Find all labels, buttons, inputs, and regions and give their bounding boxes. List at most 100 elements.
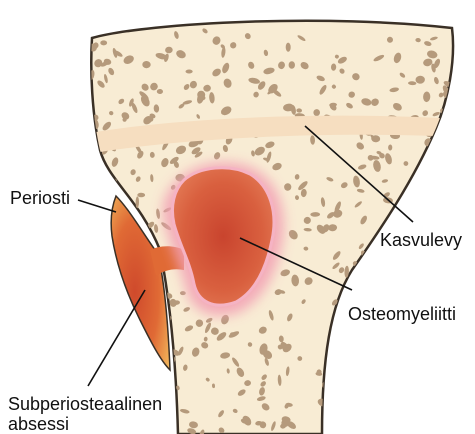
trabecula — [100, 422, 106, 428]
trabecula — [433, 339, 441, 350]
trabecula — [86, 237, 94, 248]
trabecula — [152, 357, 160, 365]
trabecula — [448, 391, 458, 401]
trabecula — [155, 417, 162, 424]
trabecula — [449, 326, 461, 333]
trabecula — [103, 422, 111, 432]
trabecula — [109, 384, 114, 389]
trabecula — [451, 389, 462, 400]
trabecula — [369, 245, 377, 252]
abscess-leader — [88, 290, 145, 386]
trabecula — [445, 276, 449, 280]
trabecula — [452, 106, 464, 116]
trabecula — [438, 204, 448, 217]
trabecula — [417, 380, 426, 389]
trabecula — [397, 368, 409, 376]
trabecula — [410, 412, 421, 422]
trabecula — [186, 70, 193, 74]
trabecula — [105, 289, 110, 296]
trabecula — [399, 400, 410, 410]
trabecula — [378, 283, 388, 296]
trabecula — [452, 105, 461, 118]
trabecula — [440, 161, 452, 170]
trabecula — [100, 218, 106, 224]
trabecula — [413, 394, 421, 406]
trabecula — [384, 409, 390, 415]
trabecula — [91, 359, 100, 362]
trabecula — [372, 330, 380, 338]
trabecula — [414, 331, 424, 341]
trabecula — [445, 222, 454, 230]
trabecula — [154, 362, 160, 367]
trabecula — [383, 337, 391, 350]
trabecula — [87, 282, 94, 293]
trabecula — [360, 277, 372, 287]
trabecula — [330, 424, 339, 432]
trabecula — [386, 418, 391, 426]
trabecula — [113, 383, 118, 387]
trabecula — [376, 255, 386, 267]
trabecula — [336, 417, 343, 424]
trabecula — [108, 332, 116, 341]
trabecula — [441, 328, 453, 334]
trabecula — [107, 314, 115, 324]
trabecula — [455, 200, 460, 210]
trabecula — [108, 303, 114, 313]
trabecula — [383, 353, 393, 364]
label-osteomyeliitti: Osteomyeliitti — [348, 304, 456, 324]
trabecula — [105, 304, 115, 313]
trabecula — [88, 155, 96, 163]
periosti-leader — [78, 200, 116, 212]
trabecula — [450, 419, 457, 424]
trabecula — [136, 376, 142, 383]
trabecula — [123, 423, 133, 433]
trabecula — [435, 200, 446, 211]
trabecula — [135, 374, 142, 383]
trabecula — [384, 273, 396, 284]
trabecula — [339, 376, 346, 384]
trabecula — [124, 327, 134, 336]
trabecula — [120, 304, 126, 310]
trabecula — [381, 335, 389, 343]
trabecula — [450, 91, 459, 100]
trabecula — [95, 330, 105, 339]
trabecula — [455, 102, 462, 112]
trabecula — [405, 381, 412, 387]
trabecula — [162, 424, 171, 433]
trabecula — [415, 172, 420, 179]
trabecula — [135, 354, 140, 362]
trabecula — [100, 40, 107, 45]
trabecula — [424, 328, 432, 336]
trabecula — [447, 257, 457, 267]
trabecula — [398, 261, 404, 270]
trabecula — [340, 366, 353, 377]
trabecula — [146, 385, 153, 392]
trabecula — [456, 126, 462, 131]
trabecula — [386, 423, 395, 432]
trabecula — [396, 343, 407, 351]
trabecula — [425, 256, 434, 265]
trabecula — [437, 262, 443, 268]
trabecula — [385, 399, 393, 407]
trabecula — [127, 321, 133, 329]
trabecula — [392, 281, 401, 286]
trabecula — [147, 364, 155, 373]
trabecula — [354, 424, 362, 430]
label-periosti: Periosti — [10, 188, 70, 208]
trabecula — [390, 214, 398, 225]
trabecula — [96, 322, 103, 330]
trabecula — [155, 421, 162, 430]
trabecula — [409, 259, 415, 266]
trabecula — [106, 240, 113, 247]
trabecula — [412, 264, 419, 269]
trabecula — [327, 386, 337, 395]
trabecula — [371, 353, 383, 360]
trabecula — [376, 381, 383, 386]
trabecula — [330, 398, 338, 410]
trabecula — [443, 415, 450, 422]
trabecula — [124, 354, 136, 366]
trabecula — [448, 150, 452, 158]
trabecula — [428, 418, 438, 430]
trabecula — [373, 334, 380, 343]
